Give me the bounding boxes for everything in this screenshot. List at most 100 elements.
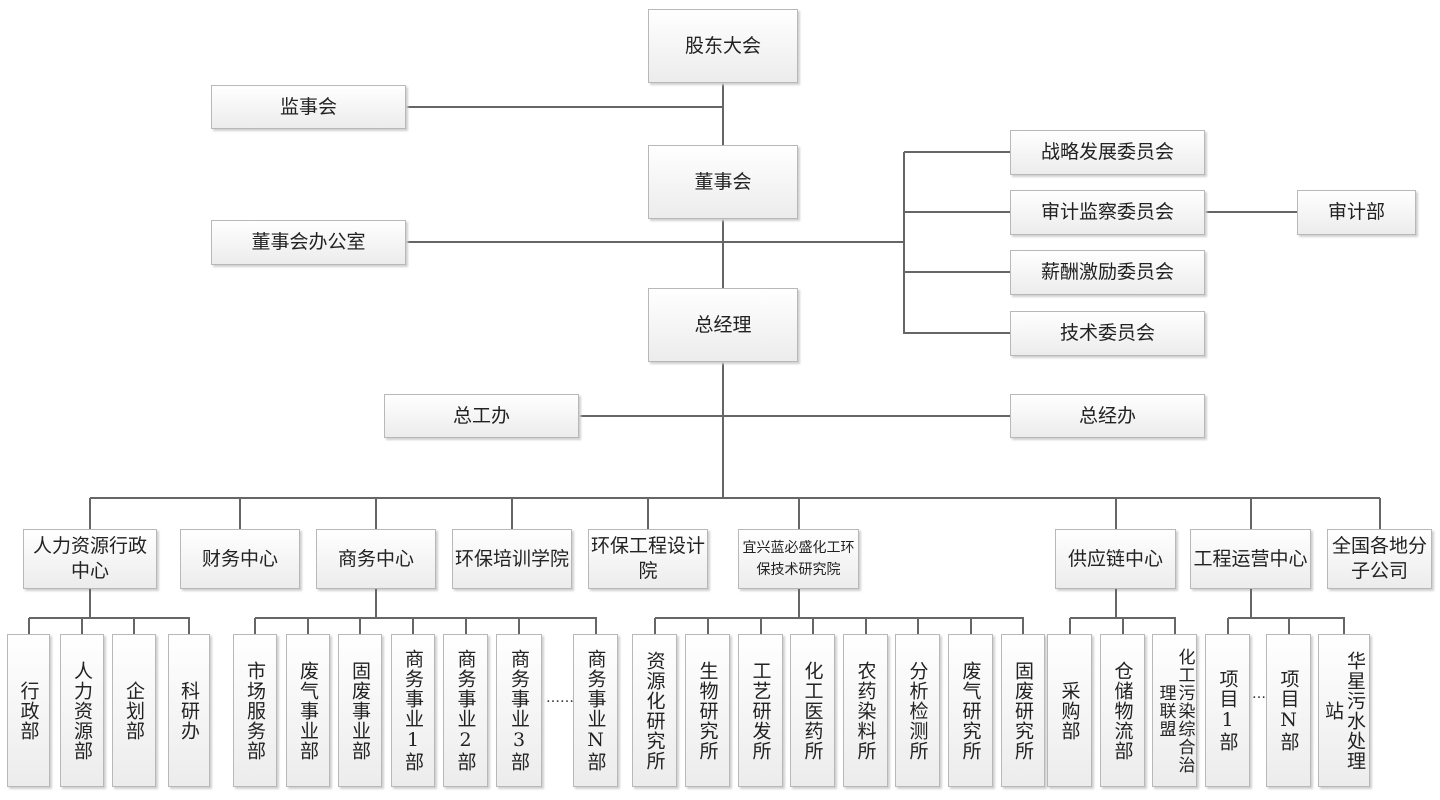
department-box: 项目N部: [1266, 634, 1311, 787]
center-box: 供应链中心: [1055, 529, 1176, 589]
connector-line: [812, 618, 814, 634]
department-box-label: 商务事业2部: [454, 649, 477, 772]
connector-line: [798, 498, 800, 529]
general-manager-box-label: 总经理: [694, 313, 752, 336]
department-box-label: 科研办: [178, 680, 200, 741]
connector-line: [188, 618, 190, 634]
connector-line: [239, 498, 241, 529]
ellipsis-projects: …: [1252, 686, 1266, 702]
connector-line: [1174, 618, 1176, 634]
committee-box: 战略发展委员会: [1010, 130, 1205, 175]
department-box: 科研办: [168, 634, 210, 787]
department-box: 农药染料所: [843, 634, 888, 787]
center-box-label: 环保工程设计院: [590, 535, 705, 582]
connector-line: [579, 415, 1010, 417]
audit-department-box: 审计部: [1297, 190, 1416, 235]
connector-line: [904, 332, 1010, 334]
department-box: 采购部: [1047, 634, 1092, 787]
connector-line: [904, 211, 1010, 213]
department-box: 生物研究所: [685, 634, 730, 787]
connector-line: [595, 618, 597, 634]
chief-engineer-office-box: 总工办: [384, 394, 579, 438]
connector-line: [707, 618, 709, 634]
department-box: 商务事业2部: [443, 634, 488, 787]
connector-line: [865, 618, 867, 634]
connector-line: [1343, 618, 1345, 634]
connector-line: [654, 618, 656, 634]
connector-line: [29, 617, 190, 619]
connector-line: [28, 618, 30, 634]
connector-line: [255, 617, 597, 619]
center-box-label: 商务中心: [337, 547, 414, 570]
connector-line: [655, 617, 1024, 619]
department-box-label: 工艺研发所: [749, 660, 772, 761]
shareholders-meeting-box: 股东大会: [648, 9, 798, 83]
department-box: 华星污水处理站: [1318, 634, 1370, 787]
department-box-label: 项目N部: [1277, 669, 1300, 752]
committee-box: 薪酬激励委员会: [1010, 250, 1205, 295]
department-box-label: 农药染料所: [854, 660, 877, 761]
board-office-box-label: 董事会办公室: [251, 231, 366, 253]
department-box-label: 分析检测所: [906, 660, 929, 761]
connector-line: [1122, 618, 1124, 634]
department-box: 行政部: [7, 634, 50, 787]
department-box: 固废事业部: [338, 634, 382, 787]
department-box-label: 资源化研究所: [643, 650, 666, 771]
department-box-label: 企划部: [123, 680, 145, 741]
department-box-label: 仓储物流部: [1111, 660, 1134, 761]
connector-line: [1227, 618, 1229, 634]
chief-engineer-office-box-label: 总工办: [452, 404, 510, 427]
connector-line: [1288, 618, 1290, 634]
department-box: 化工污染综合治理联盟: [1152, 634, 1197, 787]
connector-line: [465, 618, 467, 634]
connector-line: [904, 151, 1010, 153]
connector-line: [1115, 589, 1117, 618]
committee-box-label: 技术委员会: [1059, 322, 1155, 344]
department-box: 化工医药所: [790, 634, 835, 787]
department-box-label: 固废事业部: [349, 660, 371, 761]
center-box-label: 宜兴蓝必盛化工环保技术研究院: [742, 540, 855, 578]
center-box-label: 工程运营中心: [1193, 547, 1308, 570]
department-box-label: 项目1部: [1216, 669, 1239, 752]
connector-line: [1379, 498, 1381, 529]
department-box-label: 人力资源部: [71, 660, 93, 761]
connector-line: [254, 618, 256, 634]
audit-department-box-label: 审计部: [1327, 201, 1385, 223]
department-box: 市场服务部: [233, 634, 277, 787]
department-box-label: 化工污染综合治理联盟: [1155, 647, 1195, 774]
department-box-label: 市场服务部: [244, 660, 266, 761]
department-box: 固废研究所: [1001, 634, 1045, 787]
department-box: 工艺研发所: [738, 634, 783, 787]
gm-office-box: 总经办: [1010, 394, 1205, 438]
connector-line: [511, 498, 513, 529]
connector-line: [1115, 498, 1117, 529]
department-box-label: 商务事业N部: [584, 649, 607, 772]
connector-line: [760, 618, 762, 634]
center-box: 商务中心: [316, 529, 436, 589]
shareholders-meeting-box-label: 股东大会: [684, 34, 761, 57]
department-box: 商务事业3部: [496, 634, 542, 787]
ellipsis-business-units: ……: [546, 690, 574, 706]
connector-line: [90, 497, 1380, 499]
department-box: 废气事业部: [286, 634, 330, 787]
gm-office-box-label: 总经办: [1078, 404, 1136, 427]
connector-line: [904, 271, 1010, 273]
supervisory-board-box: 监事会: [211, 85, 406, 129]
committee-box: 技术委员会: [1010, 311, 1205, 356]
center-box: 环保培训学院: [452, 529, 572, 589]
department-box-label: 生物研究所: [696, 660, 719, 761]
committee-box: 审计监察委员会: [1010, 190, 1205, 235]
department-box: 分析检测所: [895, 634, 940, 787]
connector-line: [133, 618, 135, 634]
center-box-label: 财务中心: [201, 547, 278, 570]
committee-box-label: 战略发展委员会: [1040, 141, 1174, 163]
board-of-directors-box: 董事会: [648, 145, 798, 219]
connector-line: [903, 152, 905, 334]
connector-line: [81, 618, 83, 634]
department-box: 废气研究所: [948, 634, 993, 787]
connector-line: [89, 498, 91, 529]
center-box-label: 人力资源行政中心: [32, 535, 147, 582]
department-box: 资源化研究所: [632, 634, 677, 787]
center-box: 工程运营中心: [1190, 529, 1311, 589]
